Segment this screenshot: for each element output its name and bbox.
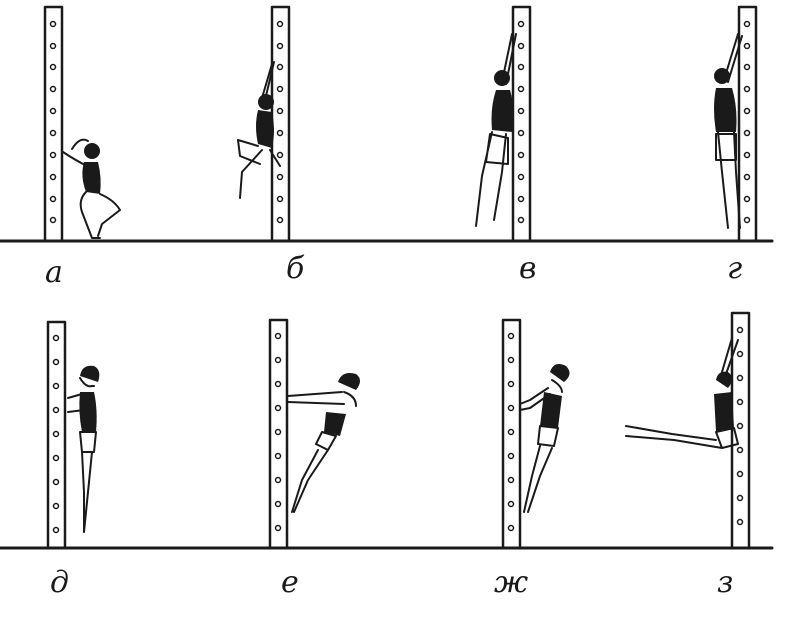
panel-label-a: а [45,255,63,290]
panel-label-zh: ж [494,565,529,600]
wall-bar [268,318,289,550]
wall-bar [270,5,291,243]
panel-v-figure [475,5,532,243]
panel-z-figure [625,311,751,550]
panel-g-figure [714,5,758,243]
panel-label-d: д [50,565,70,600]
panel-label-e: е [281,565,299,600]
panel-d-figure [46,320,100,550]
panel-a-figure [43,5,121,243]
panel-label-g: г [727,251,743,286]
panel-zh-figure [501,318,570,550]
panel-label-b: б [286,251,305,286]
wall-bar [46,320,67,550]
panel-e-figure [268,318,360,550]
wall-bar [511,5,532,243]
wall-bar [501,318,522,550]
wall-bar [737,5,758,243]
panel-label-v: в [519,251,537,286]
wall-bar [730,311,751,550]
panel-b-figure [237,5,291,243]
wall-bar [43,5,64,243]
panel-label-z: з [717,565,734,600]
